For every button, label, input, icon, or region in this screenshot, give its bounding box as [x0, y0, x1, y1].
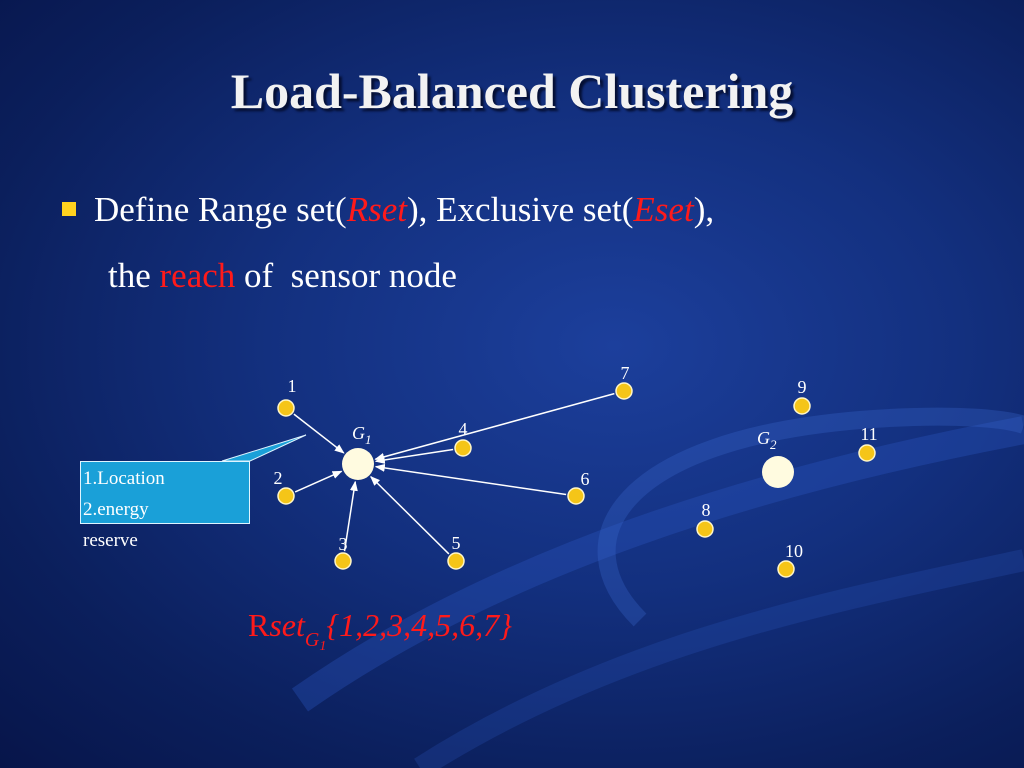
- sensor-node-label-9: 9: [798, 377, 807, 397]
- rset-formula-members: {1,2,3,4,5,6,7}: [326, 607, 512, 643]
- callout-line-2: 2.energy: [83, 499, 149, 520]
- link-arrow-3-G1: [343, 480, 358, 552]
- link-arrow-7-G1: [374, 392, 615, 461]
- sensor-node-9: [793, 397, 811, 415]
- gateway-g2: [762, 456, 794, 488]
- link-arrow-5-G1: [370, 475, 450, 555]
- link-arrow-6-G1: [374, 463, 567, 496]
- slide-title: Load-Balanced Clustering: [230, 63, 794, 119]
- sensor-node-label-5: 5: [452, 533, 461, 553]
- sensor-node-1: [277, 399, 295, 417]
- sensor-node-4: [454, 439, 472, 457]
- sensor-node-label-10: 10: [785, 541, 803, 561]
- sensor-node-5: [447, 552, 465, 570]
- bullet-text-3: ),: [693, 190, 715, 229]
- sensor-node-label-11: 11: [860, 424, 877, 444]
- sensor-node-3: [334, 552, 352, 570]
- nodes-layer: G1 G2 1 2 3 4 5 6 7 8 9 10 11: [274, 363, 878, 578]
- sensor-node-label-3: 3: [339, 534, 348, 554]
- sensor-node-label-7: 7: [621, 363, 630, 383]
- sensor-node-2: [277, 487, 295, 505]
- bullet-line2-pre: the: [108, 256, 160, 295]
- sensor-node-label-2: 2: [274, 468, 283, 488]
- sensor-node-label-6: 6: [581, 469, 590, 489]
- rset-formula-sub: G1: [304, 629, 327, 654]
- gateway-g1: [342, 448, 374, 480]
- reach-term: reach: [159, 256, 236, 295]
- eset-term: Eset: [633, 190, 694, 229]
- rset-formula-g: G: [304, 629, 320, 651]
- callout-box: [80, 461, 250, 524]
- gateway-label-g1: G1: [352, 423, 372, 447]
- callout-text: 1.Location 2.energy reserve: [83, 463, 165, 556]
- sensor-node-label-8: 8: [702, 500, 711, 520]
- link-arrow-1-G1: [293, 413, 345, 454]
- bullet-square-icon: [62, 202, 76, 216]
- bullet-line2-post: of sensor node: [235, 256, 457, 295]
- rset-formula: RsetG1{1,2,3,4,5,6,7}: [248, 607, 512, 655]
- bullet-text-1: Define Range set(: [94, 190, 347, 229]
- sensor-node-10: [777, 560, 795, 578]
- rset-formula-set: set: [269, 607, 305, 643]
- link-arrow-4-G1: [374, 448, 454, 464]
- rset-formula-g-sub: 1: [319, 639, 327, 654]
- bullet-line-1: Define Range set(Rset), Exclusive set(Es…: [62, 190, 714, 230]
- sensor-node-label-4: 4: [459, 419, 468, 439]
- rset-formula-r: R: [248, 607, 270, 643]
- gateway-label-g2: G2: [757, 428, 777, 452]
- sensor-node-11: [858, 444, 876, 462]
- gateway-sub-g1: 1: [365, 432, 372, 447]
- sensor-node-7: [615, 382, 633, 400]
- bullet-text-2: ), Exclusive set(: [406, 190, 634, 229]
- sensor-node-label-1: 1: [288, 376, 297, 396]
- callout-line-1: 1.Location: [83, 468, 165, 489]
- sensor-node-8: [696, 520, 714, 538]
- sensor-node-6: [567, 487, 585, 505]
- links-layer: [293, 392, 615, 555]
- link-arrow-2-G1: [294, 470, 343, 493]
- callout-line-3: reserve: [83, 530, 138, 551]
- gateway-sub-g2: 2: [770, 437, 777, 452]
- callout-pointer: [221, 434, 307, 462]
- bullet-line-2: the reach of sensor node: [108, 256, 457, 296]
- rset-term: Rset: [346, 190, 407, 229]
